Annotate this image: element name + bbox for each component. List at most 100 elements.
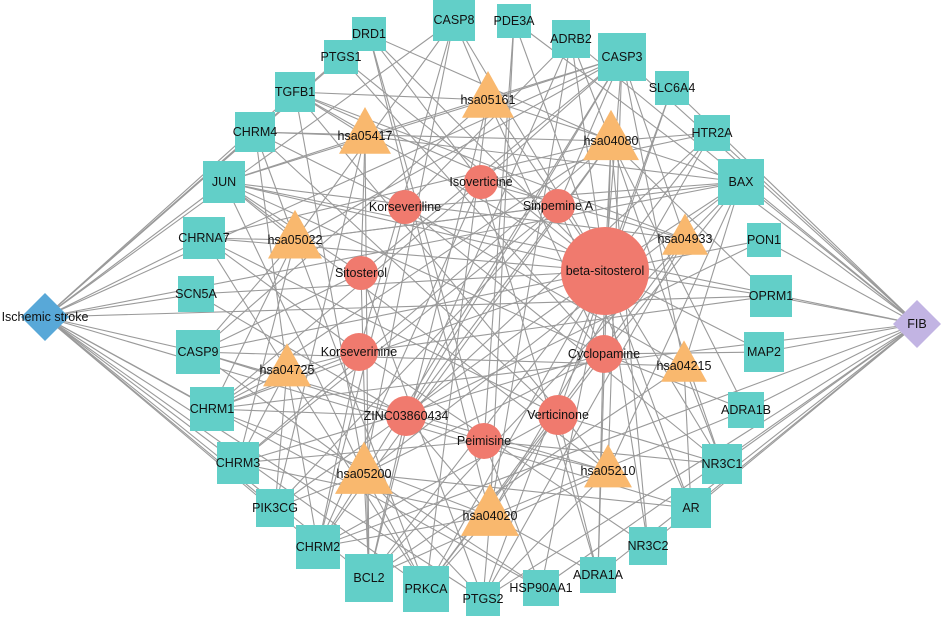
- node-label: Sinpemine A: [523, 199, 594, 213]
- edge-vertic-CHRM4: [254, 131, 559, 416]
- node-label: PTGS2: [463, 592, 504, 606]
- node-jun: JUN: [203, 161, 245, 203]
- edge-hsa04080-ADRA1B: [610, 140, 747, 411]
- edge-beta-CASP9: [197, 270, 606, 353]
- edge-hsa05200-CASP9: [197, 351, 365, 475]
- edge-ischemic-SCN5A: [44, 293, 197, 318]
- pathway-triangle: [268, 209, 322, 259]
- edge-cyclo-JUN: [223, 181, 605, 355]
- disease-diamond: [893, 300, 941, 348]
- node-nr3c2: NR3C2: [628, 527, 669, 565]
- edge-peim-CASP9: [197, 351, 485, 442]
- edge-hsa04020-ADRB2: [489, 38, 572, 517]
- pathway-triangle: [583, 109, 639, 161]
- edge-hsa05210-PTGS2: [482, 470, 609, 600]
- target-square: [275, 72, 315, 112]
- edge-hsa04725-CHRM2: [286, 369, 319, 548]
- node-label: PON1: [747, 233, 781, 247]
- edge-beta-CHRNA7: [203, 237, 606, 272]
- node-label: Sitosterol: [335, 266, 387, 280]
- node-adra1a: ADRA1A: [573, 557, 624, 593]
- edge-hsa04215-BCL2: [368, 365, 685, 579]
- node-casp8: CASP8: [433, 0, 475, 41]
- node-hsa04020: hsa04020: [461, 483, 519, 536]
- edge-hsa04080-OPRM1: [610, 140, 772, 297]
- edge-beta-PIK3CG: [274, 270, 606, 509]
- edge-sitost-hsa05417: [360, 135, 366, 274]
- compound-circle: [541, 189, 575, 223]
- pathway-triangle: [584, 444, 632, 488]
- node-label: CASP9: [178, 345, 219, 359]
- edge-hsa04933-PTGS2: [482, 238, 686, 600]
- node-label: PIK3CG: [252, 501, 298, 515]
- edge-hsa04215-CASP3: [621, 56, 685, 367]
- edge-korsevl-ADRB2: [404, 38, 572, 208]
- node-adra1b: ADRA1B: [721, 392, 771, 428]
- edge-hsa05200-PTGS2: [363, 473, 484, 600]
- node-fib: FIB: [893, 300, 941, 348]
- node-label: hsa05417: [338, 129, 393, 143]
- edge-sinp-TGFB1: [294, 91, 559, 207]
- node-hsa05022: hsa05022: [268, 209, 323, 259]
- node-label: NR3C1: [702, 457, 743, 471]
- edge-zinc-CASP3: [405, 56, 623, 417]
- node-hsa05417: hsa05417: [338, 106, 393, 154]
- edge-hsa05200-AR: [363, 473, 692, 509]
- edge-hsa05022-PRKCA: [294, 239, 427, 590]
- target-square: [655, 71, 689, 105]
- node-label: Ischemic stroke: [2, 310, 89, 324]
- target-square: [235, 112, 275, 152]
- edge-hsa05210-BAX: [607, 181, 742, 472]
- edge-hsa04020-CHRM2: [317, 515, 491, 548]
- disease-diamond: [21, 293, 69, 341]
- edge-hsa04215-AR: [683, 365, 692, 509]
- edge-beta-DRD1: [368, 33, 606, 272]
- target-square: [523, 570, 559, 606]
- node-bax: BAX: [718, 159, 764, 205]
- edge-hsa05200-HSP90AA1: [363, 473, 542, 589]
- node-label: Cyclopamine: [568, 347, 640, 361]
- edge-vertic-hsa04020: [489, 414, 559, 517]
- node-hsa04215: hsa04215: [657, 340, 712, 382]
- edge-zinc-hsa04080: [405, 140, 612, 417]
- node-ar: AR: [671, 488, 711, 528]
- pathway-triangle: [263, 343, 311, 387]
- edge-zinc-CHRM1: [211, 408, 407, 417]
- target-square: [728, 392, 764, 428]
- target-square: [629, 527, 667, 565]
- edge-ischemic-JUN: [44, 181, 225, 318]
- target-square: [497, 4, 531, 38]
- edge-korsevl-hsa04215: [404, 206, 685, 367]
- node-hsa05210: hsa05210: [581, 444, 636, 488]
- node-pde3a: PDE3A: [494, 4, 536, 38]
- edge-fib-ADRA1B: [745, 323, 918, 411]
- target-square: [552, 20, 590, 58]
- edge-vertic-NR3C1: [557, 414, 723, 465]
- edge-peim-HSP90AA1: [483, 440, 542, 589]
- target-square: [750, 275, 792, 317]
- node-label: ZINC03860434: [364, 409, 449, 423]
- edge-ischemic-PTGS2: [44, 316, 484, 600]
- node-bcl2: BCL2: [345, 554, 393, 602]
- node-ischemic: Ischemic stroke: [2, 293, 89, 341]
- edge-cyclo-PTGS1: [340, 56, 605, 355]
- node-slc6a4: SLC6A4: [649, 71, 695, 105]
- target-square: [217, 442, 259, 484]
- edge-isover-hsa04933: [480, 181, 686, 240]
- node-label: hsa05161: [461, 93, 516, 107]
- node-label: hsa05022: [268, 233, 323, 247]
- compound-circle: [340, 333, 378, 371]
- node-peim: Peimisine: [457, 423, 511, 459]
- edge-beta-PRKCA: [425, 270, 606, 590]
- target-square: [747, 223, 781, 257]
- edge-cyclo-ADRA1B: [603, 353, 747, 411]
- node-label: PDE3A: [494, 14, 536, 28]
- edge-peim-PDE3A: [483, 20, 515, 442]
- node-label: hsa04725: [260, 363, 315, 377]
- node-casp3: CASP3: [598, 33, 646, 81]
- edge-beta-JUN: [223, 181, 606, 272]
- node-pik3cg: PIK3CG: [252, 489, 298, 527]
- node-nr3c1: NR3C1: [702, 444, 743, 484]
- node-label: ADRA1B: [721, 403, 771, 417]
